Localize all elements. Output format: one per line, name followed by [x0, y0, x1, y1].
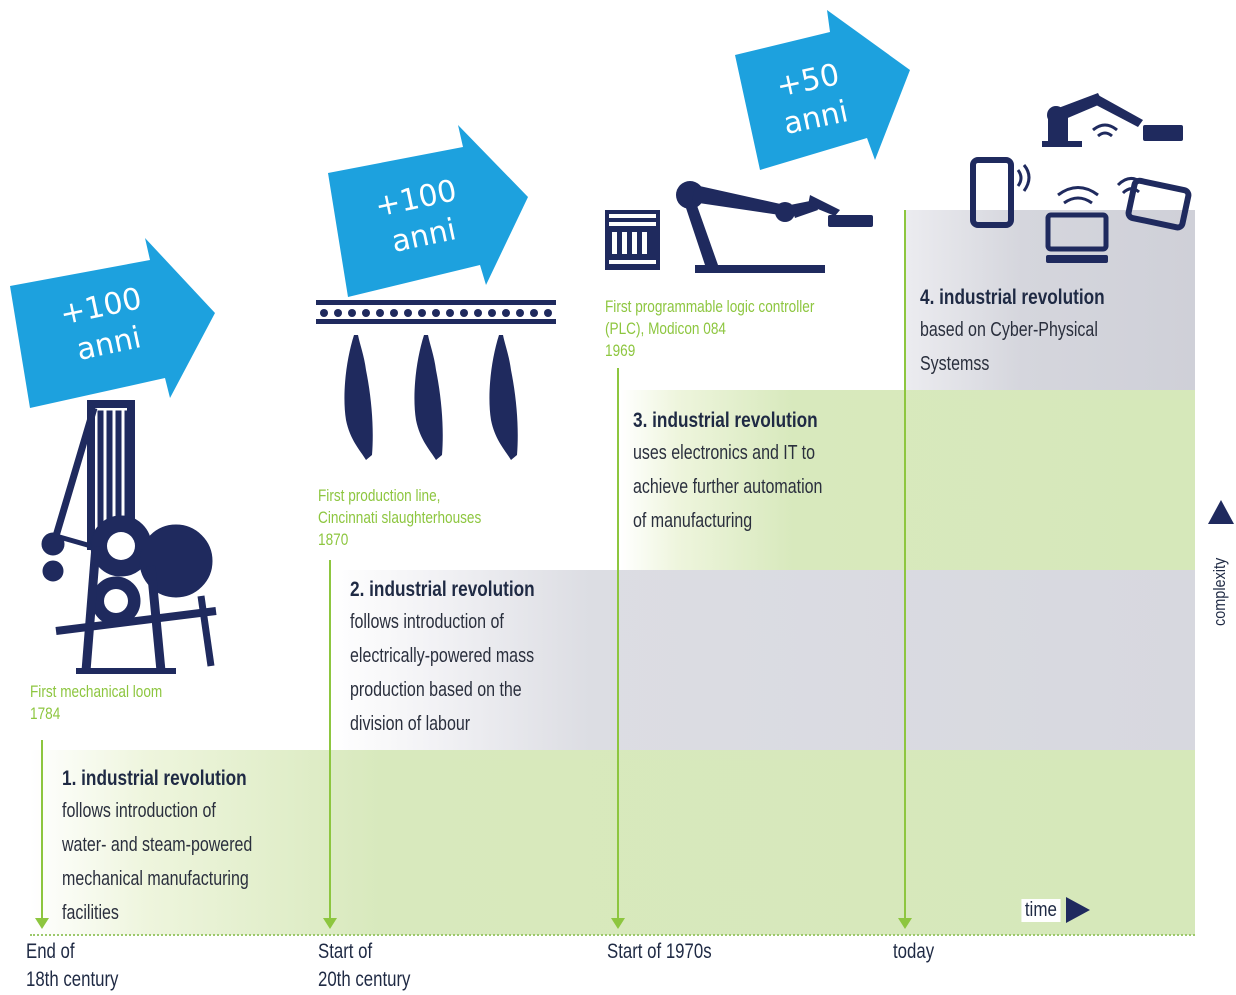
revolution-2-desc: follows introduction of electrically-pow… [350, 611, 535, 735]
mechanical-loom-icon [41, 400, 217, 674]
band-revolution-2 [330, 570, 1195, 750]
time-arrow-icon [1065, 897, 1090, 923]
revolution-3: 3. industrial revolution uses electronic… [633, 406, 870, 538]
revolution-2: 2. industrial revolution follows introdu… [350, 575, 580, 741]
timeline-label-2: Start of 20th century [318, 940, 411, 991]
band-revolution-3 [620, 390, 1195, 570]
revolution-1-desc: follows introduction of water- and steam… [62, 800, 253, 924]
timeline-baseline [30, 934, 1195, 936]
plc-robot-arm-icon [605, 181, 873, 273]
marker-line-4 [904, 210, 906, 920]
timeline-label-1: End of 18th century [26, 940, 119, 991]
revolution-2-title: 2. industrial revolution [350, 578, 535, 601]
revolution-4-desc: based on Cyber-Physical Systemss [920, 319, 1098, 375]
complexity-arrow-icon [1208, 500, 1234, 524]
production-line-icon [316, 300, 556, 460]
timeline-label-4: today [893, 940, 935, 963]
complexity-axis-label: complexity [1210, 557, 1229, 626]
marker-arrow-4 [898, 918, 912, 929]
marker-line-1 [41, 740, 43, 920]
marker-arrow-2 [323, 918, 337, 929]
revolution-1: 1. industrial revolution follows introdu… [62, 764, 300, 930]
revolution-3-desc: uses electronics and IT to achieve furth… [633, 442, 823, 532]
arrow-plus-100-2 [328, 125, 528, 297]
marker-line-3 [617, 368, 619, 920]
marker-arrow-1 [35, 918, 49, 929]
milestone-plc-note: First programmable logic controller (PLC… [605, 297, 815, 360]
band-revolution-1 [30, 750, 1195, 935]
milestone-loom-note: First mechanical loom 1784 [30, 682, 163, 723]
arrow-plus-100-1 [10, 238, 215, 408]
marker-arrow-3 [611, 918, 625, 929]
time-axis: time [1018, 897, 1090, 923]
revolution-1-title: 1. industrial revolution [62, 767, 247, 790]
marker-line-2 [329, 560, 331, 920]
milestone-production-line-note: First production line, Cincinnati slaugh… [318, 486, 482, 549]
time-axis-label: time [1021, 898, 1061, 922]
revolution-4: 4. industrial revolution based on Cyber-… [920, 283, 1145, 381]
revolution-4-title: 4. industrial revolution [920, 286, 1105, 309]
revolution-3-title: 3. industrial revolution [633, 409, 818, 432]
arrow-plus-50 [735, 10, 910, 170]
cyber-physical-devices-icon [970, 93, 1192, 263]
timeline-label-3: Start of 1970s [607, 940, 712, 963]
